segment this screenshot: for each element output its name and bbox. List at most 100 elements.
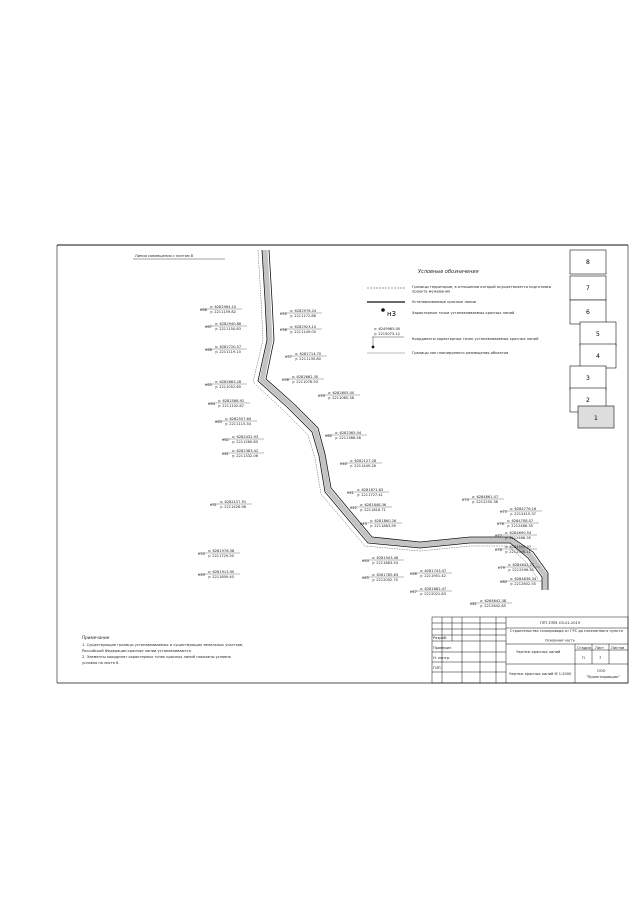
point-x: x: 6282964.10	[210, 305, 237, 309]
sheet-value: 7	[599, 656, 601, 660]
point-x: x: 6282586.92	[218, 399, 244, 403]
point-x: x: 6282365.04	[335, 431, 362, 435]
point-number: н62	[222, 438, 229, 442]
point-x: x: 6281913.90	[208, 570, 235, 574]
point-number: н64	[208, 402, 216, 406]
stage-header: Стадия	[577, 646, 591, 650]
point-y: y: 2212602.55	[510, 582, 536, 586]
sheet-box	[569, 249, 607, 275]
point-y: y: 2211052.69	[215, 385, 242, 389]
sheet-box	[577, 405, 615, 429]
point-x: x: 6281943.48	[372, 556, 399, 560]
sheet-number: 4	[596, 353, 600, 360]
legend-item: Характерные точки устанавливаемых красны…	[412, 311, 515, 315]
point-x: x: 6282127.28	[350, 459, 377, 463]
legend-item: Устанавливаемые красные линии	[412, 300, 477, 304]
point-number: н68	[200, 308, 208, 312]
point-x: x: 6281682.47	[420, 587, 446, 591]
sheet-header: Лист	[595, 646, 604, 650]
point-number: н66	[205, 348, 213, 352]
sheets-header: Листов	[611, 646, 624, 650]
title-block-text: ППТ-ППМ-ОЗ-01-2019 Строительство газопро…	[433, 621, 624, 679]
legend-sample-x: x: 6249965.00	[374, 327, 401, 331]
legend-item: Границы зон планируемого размещения объе…	[412, 351, 508, 355]
point-y: y: 2211102.87	[218, 404, 244, 408]
point-y: y: 2211172.88	[290, 314, 317, 318]
point-number: н51	[210, 503, 217, 507]
legend-title: Условные обозначения	[418, 269, 479, 275]
point-y: y: 2211729.50	[208, 554, 235, 558]
drawing-name: Чертеж красных линий	[516, 650, 561, 654]
org-name-2: "Проектировщик"	[586, 675, 620, 679]
point-number: н80	[500, 580, 508, 584]
point-x: x: 6284642.38	[480, 599, 507, 603]
point-number: н41	[347, 491, 354, 495]
point-y: y: 2211727.41	[357, 493, 383, 497]
legend: Условные обозначения Границы территории,…	[367, 269, 551, 355]
point-x: x: 6284636.34	[510, 577, 537, 581]
point-y: y: 2211076.93	[292, 380, 318, 384]
legend-sample-y: y: 2215073.12	[374, 332, 400, 336]
org-name: ООО	[597, 669, 606, 673]
sheet-number: 6	[586, 309, 590, 316]
point-number: н46	[410, 572, 418, 576]
point-number: н61	[222, 452, 229, 456]
point-x: x: 6284642.27	[508, 563, 534, 567]
point-number: н44	[362, 559, 370, 563]
sheet-box	[579, 343, 617, 369]
point-y: y: 2212596.55	[508, 568, 534, 572]
point-x: x: 6282976.24	[290, 309, 317, 313]
point-y: y: 2211366.56	[335, 436, 362, 440]
sheet-box	[569, 275, 607, 301]
point-x: x: 6284708.07	[507, 519, 533, 523]
point-number: н57	[285, 355, 292, 359]
title-block	[431, 616, 629, 684]
legend-item: Границы территории, в отношении которой …	[412, 285, 551, 293]
point-y: y: 2211951.42	[420, 574, 446, 578]
point-y: y: 2212250.38	[472, 500, 499, 504]
point-number: н67	[205, 325, 212, 329]
point-x: x: 6282714.70	[295, 352, 322, 356]
point-number: н58	[282, 378, 290, 382]
legend-item: Координаты характерных точек устанавлива…	[412, 337, 539, 341]
point-x: x: 6281860.26	[370, 519, 397, 523]
part-name: Основная часть	[545, 639, 575, 643]
point-y: y: 2211159.82	[210, 310, 236, 314]
point-number: н50	[198, 552, 206, 556]
point-number: н75	[500, 510, 507, 514]
point-number: н76	[497, 522, 505, 526]
project-name: Строительство газопровода от ГРС до насе…	[510, 629, 623, 633]
point-y: y: 2211115.34	[225, 422, 252, 426]
role-label: ГИП	[433, 666, 441, 670]
point-x: x: 6284690.54	[505, 531, 532, 535]
sheet-number: 7	[586, 285, 590, 292]
sheet-number: 1	[594, 415, 598, 422]
point-x: x: 6282923.10	[290, 325, 317, 329]
point-y: y: 2211449.26	[350, 464, 377, 468]
point-number: н49	[198, 573, 206, 577]
